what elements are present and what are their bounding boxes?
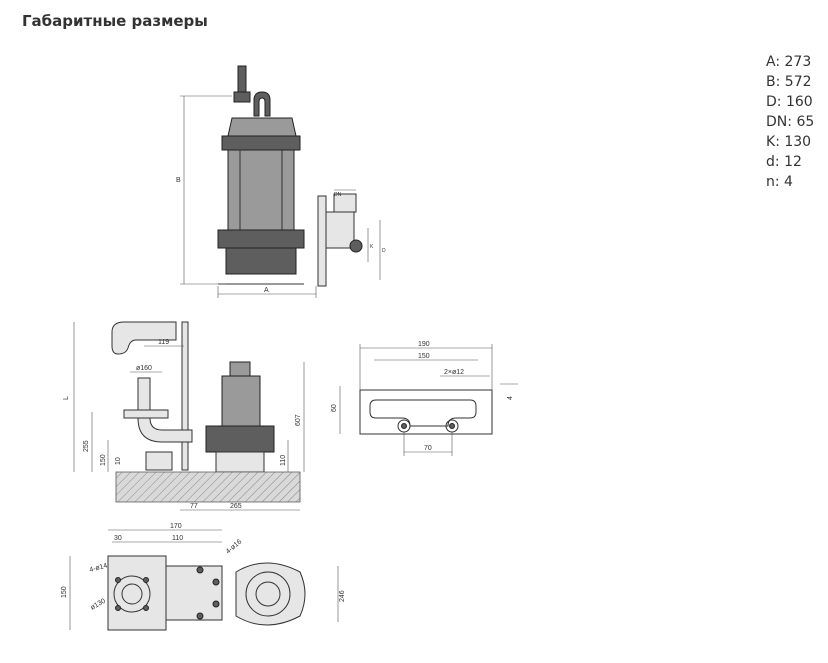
motor-body	[227, 149, 295, 231]
svg-text:4-ø14: 4-ø14	[89, 562, 109, 574]
pump-volute	[225, 247, 297, 275]
svg-text:77: 77	[190, 503, 198, 510]
bracket-detail: 190 150 2×ø12 60 4 70	[331, 341, 518, 456]
spec-dn: DN: 65	[766, 114, 815, 130]
svg-text:255: 255	[83, 440, 90, 452]
plan-view: 170 30 110 4-ø16 4-ø14 150 ø130 246	[61, 523, 346, 631]
page-title: Габаритные размеры	[22, 12, 208, 30]
bracket-plate	[359, 389, 493, 435]
discharge-elbow	[325, 211, 355, 249]
coupling-plate	[317, 195, 327, 287]
svg-text:607: 607	[295, 414, 302, 426]
svg-text:ø160: ø160	[136, 365, 152, 372]
dim-l: L	[63, 396, 70, 400]
svg-text:2×ø12: 2×ø12	[444, 369, 464, 376]
spec-d: D: 160	[766, 94, 813, 110]
top-bracket	[111, 321, 177, 355]
pump-side-view: B A DN K D	[176, 65, 386, 298]
svg-text:150: 150	[61, 586, 68, 598]
guide-rail	[181, 321, 189, 471]
svg-text:30: 30	[114, 535, 122, 542]
label-a: A	[264, 287, 269, 294]
spec-d-small: d: 12	[766, 154, 802, 170]
pump-volute	[205, 425, 275, 453]
pipe-flange	[123, 409, 169, 419]
label-d: D	[382, 248, 386, 254]
lift-handle	[253, 91, 271, 117]
pump-motor	[221, 375, 261, 427]
svg-text:4: 4	[507, 396, 514, 400]
spec-list: A: 273 B: 572 D: 160 DN: 65 K: 130 d: 12…	[766, 52, 814, 192]
discharge-pipe	[137, 377, 193, 443]
label-dn: DN	[334, 192, 342, 198]
svg-text:4-ø16: 4-ø16	[225, 538, 244, 555]
pump-housing	[217, 229, 305, 249]
spec-n: n: 4	[766, 174, 793, 190]
svg-text:ø130: ø130	[90, 598, 107, 612]
installation-side-view: L 255 150 10 119 ø160 607 110 77 265	[63, 321, 305, 511]
svg-text:265: 265	[230, 503, 242, 510]
svg-text:150: 150	[100, 454, 107, 466]
concrete-floor	[115, 471, 301, 503]
label-k: K	[370, 244, 374, 250]
svg-text:119: 119	[158, 339, 169, 346]
svg-text:246: 246	[339, 590, 346, 602]
svg-text:10: 10	[115, 457, 122, 465]
svg-text:150: 150	[418, 353, 430, 360]
svg-text:190: 190	[418, 341, 430, 348]
spec-k: K: 130	[766, 134, 812, 150]
spec-a: A: 273	[766, 54, 812, 70]
svg-text:110: 110	[172, 535, 183, 542]
rail-support	[165, 565, 223, 621]
discharge-outlet	[333, 193, 357, 213]
motor-cap	[227, 117, 297, 137]
svg-text:70: 70	[424, 445, 432, 452]
motor-flange	[221, 135, 301, 151]
spec-b: B: 572	[766, 74, 812, 90]
svg-text:60: 60	[331, 404, 338, 412]
svg-text:170: 170	[170, 523, 182, 530]
svg-text:110: 110	[280, 455, 287, 466]
label-b: B	[176, 177, 181, 184]
